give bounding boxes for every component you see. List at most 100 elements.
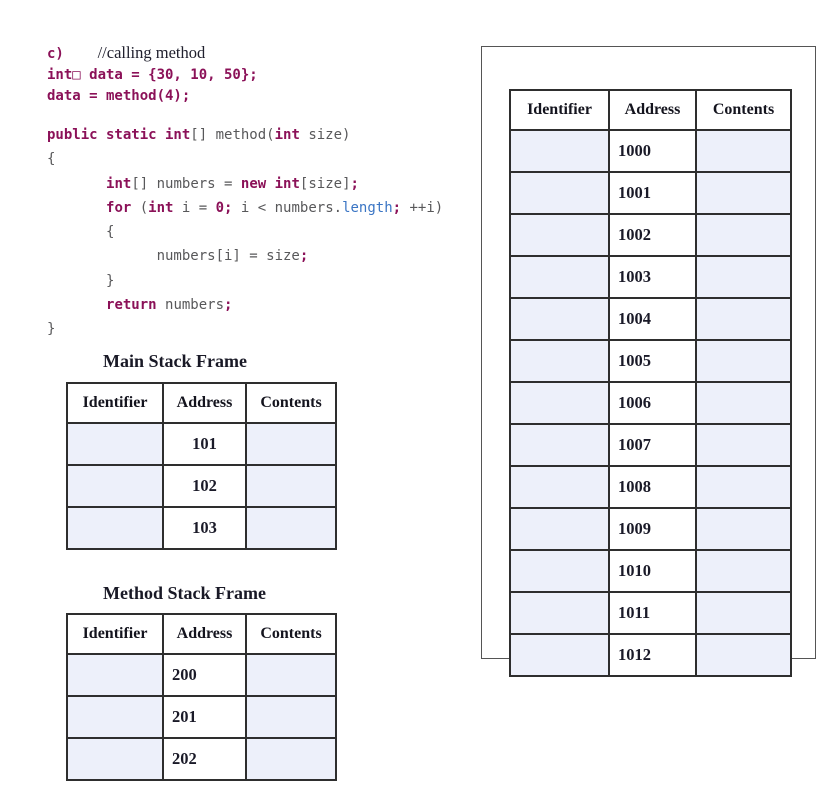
code-token: int [148, 199, 174, 216]
address-cell: 1008 [608, 465, 697, 509]
table-row: 103 [66, 506, 337, 550]
column-header: Address [162, 613, 247, 655]
code-token: return [106, 297, 157, 314]
table-row: 1006 [509, 381, 792, 425]
address-cell: 103 [162, 506, 247, 550]
identifier-cell [509, 171, 610, 215]
code-token [64, 46, 98, 62]
identifier-cell [509, 591, 610, 635]
identifier-cell [509, 633, 610, 677]
identifier-cell [509, 423, 610, 467]
contents-cell [695, 213, 792, 257]
code-token: } [47, 321, 56, 338]
address-cell: 1011 [608, 591, 697, 635]
code-token: numbers [156, 297, 225, 314]
code-line: } [47, 269, 443, 293]
column-header: Identifier [66, 613, 164, 655]
address-cell: 1002 [608, 213, 697, 257]
identifier-cell [66, 422, 164, 466]
table-row: 1002 [509, 213, 792, 257]
contents-cell [695, 549, 792, 593]
contents-cell [695, 129, 792, 173]
identifier-cell [66, 464, 164, 508]
code-line: } [47, 317, 443, 341]
code-token: [] method( [190, 127, 275, 143]
code-token: [] numbers = [131, 175, 241, 192]
code-token: int [274, 175, 300, 192]
contents-cell [245, 422, 337, 466]
code-token [266, 176, 274, 192]
contents-cell [695, 591, 792, 635]
identifier-cell [66, 737, 164, 781]
code-token: public static int [47, 127, 191, 143]
table-row: 1009 [509, 507, 792, 551]
identifier-cell [509, 339, 610, 383]
code-token: { [47, 151, 56, 168]
address-cell: 1007 [608, 423, 697, 467]
code-token: int [106, 175, 132, 192]
code-token: int [274, 127, 300, 143]
code-token: ; [299, 248, 309, 265]
column-header: Contents [245, 382, 337, 424]
address-cell: 101 [162, 422, 247, 466]
identifier-cell [66, 695, 164, 739]
contents-cell [695, 171, 792, 215]
code-line: int□ data = {30, 10, 50}; [47, 65, 443, 86]
table-row: 1003 [509, 255, 792, 299]
code-token: ; [392, 199, 402, 216]
contents-cell [245, 653, 337, 697]
identifier-cell [509, 549, 610, 593]
code-line: return numbers; [47, 293, 443, 317]
address-cell: 202 [162, 737, 247, 781]
code-line: int[] numbers = new int[size]; [47, 172, 443, 196]
code-token: [size] [299, 175, 351, 192]
code-token: int□ data = {30, 10, 50}; [47, 67, 258, 83]
table-row: 201 [66, 695, 337, 739]
code-calling-lines: c) //calling method int□ data = {30, 10, … [47, 42, 443, 107]
address-cell: 1005 [608, 339, 697, 383]
table-row: 101 [66, 422, 337, 466]
table-row: 200 [66, 653, 337, 697]
address-cell: 1009 [608, 507, 697, 551]
identifier-cell [509, 255, 610, 299]
column-header: Address [162, 382, 247, 424]
contents-cell [695, 339, 792, 383]
identifier-cell [509, 297, 610, 341]
contents-cell [245, 695, 337, 739]
table-row: 1011 [509, 591, 792, 635]
code-token: new [240, 175, 267, 192]
code-token [47, 176, 106, 192]
method-stack-title: Method Stack Frame [103, 583, 266, 603]
table-row: 1010 [509, 549, 792, 593]
code-token: { [47, 224, 115, 241]
identifier-cell [66, 653, 164, 697]
contents-cell [695, 255, 792, 299]
code-token: ; [224, 297, 233, 314]
contents-cell [695, 465, 792, 509]
column-header: Address [608, 89, 697, 131]
contents-cell [695, 633, 792, 677]
address-cell: 102 [162, 464, 247, 508]
contents-cell [695, 423, 792, 467]
code-line: { [47, 220, 443, 244]
address-cell: 1006 [608, 381, 697, 425]
code-token: length [342, 199, 393, 216]
table-row: 1000 [509, 129, 792, 173]
identifier-cell [509, 381, 610, 425]
code-line: c) //calling method [47, 42, 443, 65]
contents-cell [695, 507, 792, 551]
code-token [47, 200, 106, 216]
identifier-cell [509, 465, 610, 509]
address-cell: 1003 [608, 255, 697, 299]
code-token: ( [131, 199, 149, 216]
identifier-cell [509, 213, 610, 257]
contents-cell [245, 464, 337, 508]
contents-cell [695, 381, 792, 425]
